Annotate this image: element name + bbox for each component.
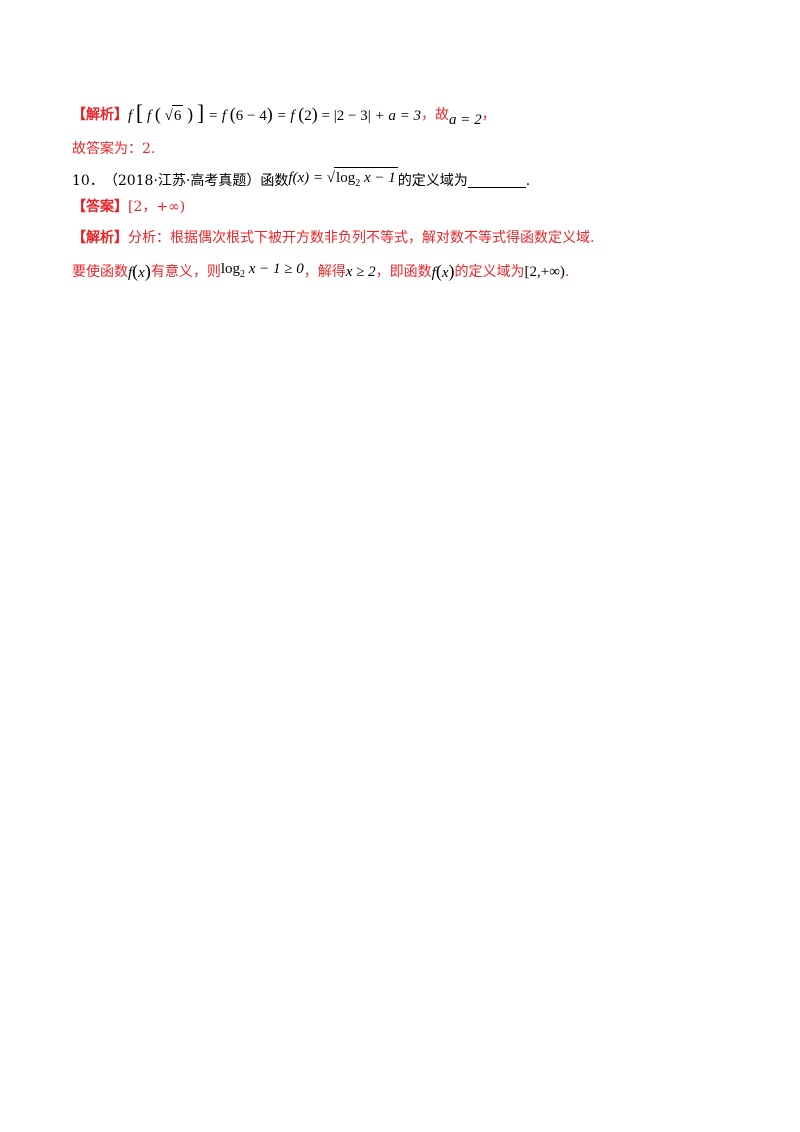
detail-text-4: ，即函数 xyxy=(375,264,432,280)
radical-symbol: √ xyxy=(326,170,336,186)
log-argument: x − 1 xyxy=(363,170,396,186)
paren-close: ) xyxy=(311,104,318,124)
equals: = xyxy=(321,108,331,124)
analysis-10: 【解析】 分析：根据偶次根式下被开方数非负列不等式，解对数不等式得函数定义域. xyxy=(72,228,594,248)
paren-close: ) xyxy=(266,104,273,124)
question-trail: 的定义域为 xyxy=(397,172,468,189)
solution-tag: 【解析】 xyxy=(72,107,128,123)
log-base: 2 xyxy=(240,269,246,280)
right-bracket: ] xyxy=(196,100,205,125)
paren-content-1: 6 − 4 xyxy=(235,108,267,124)
func-fx: f(x) xyxy=(431,261,455,281)
analysis-tag: 【解析】 xyxy=(72,230,128,246)
detail-text-1: 要使函数 xyxy=(72,264,128,280)
func-f: f xyxy=(128,108,133,124)
domain-interval: [2,+∞) xyxy=(524,264,565,280)
equals-f: = f xyxy=(276,108,295,124)
var-x: x xyxy=(441,265,449,281)
formula-rest: + a = 3 xyxy=(374,108,422,124)
question-10: 10． （2018·江苏·高考真题） 函数 f(x) = √log2 x − 1… xyxy=(72,167,530,194)
detail-text-6: . xyxy=(564,264,570,280)
log-base: 2 xyxy=(355,178,361,189)
sqrt-symbol: √ xyxy=(164,108,173,124)
detail-text-3: ，解得 xyxy=(303,264,346,280)
func-fx: f(x) xyxy=(128,261,151,281)
right-paren: ) xyxy=(187,104,194,124)
answer-10: 【答案】 [2，+∞) xyxy=(72,197,185,217)
solution-inequality: x ≥ 2 xyxy=(345,264,376,280)
solution-formula: f [ f ( √6 ) ] = f (6 − 4) = f (2) = |2 … xyxy=(128,102,422,126)
detail-text-5: 的定义域为 xyxy=(454,264,525,280)
left-paren: ( xyxy=(154,104,161,124)
func-f: f xyxy=(147,108,152,124)
solution-tail: ， xyxy=(481,107,496,123)
equals-f: = f xyxy=(207,108,227,124)
left-bracket: [ xyxy=(135,100,144,125)
abs-bar: | xyxy=(333,108,337,124)
paren-open: ( xyxy=(298,104,305,124)
final-answer-line: 故答案为：2. xyxy=(72,141,156,157)
detail-10: 要使函数 f(x) 有意义，则 log2 x − 1 ≥ 0 ，解得 x ≥ 2… xyxy=(72,259,569,285)
solution-text: ，故 xyxy=(421,107,450,123)
sqrt-arg: 6 xyxy=(171,105,184,126)
answer-blank xyxy=(467,173,526,188)
question-number: 10． xyxy=(72,172,104,189)
analysis-text: 分析：根据偶次根式下被开方数非负列不等式，解对数不等式得函数定义域. xyxy=(128,230,595,246)
log-inequality: log2 x − 1 ≥ 0 xyxy=(221,259,304,285)
abs-bar: | xyxy=(367,108,371,124)
func-f: f xyxy=(431,265,436,281)
log-label: log xyxy=(336,170,356,186)
log-label: log xyxy=(220,261,241,277)
radicand: log2 x − 1 xyxy=(334,167,398,194)
question-function: f(x) = √log2 x − 1 xyxy=(288,167,398,194)
detail-text-2: 有意义，则 xyxy=(150,264,221,280)
question-source: （2018·江苏·高考真题） xyxy=(103,172,261,189)
abs-content: 2 − 3 xyxy=(336,108,368,124)
question-end: . xyxy=(525,172,531,189)
func-f: f xyxy=(128,265,133,281)
paren-content-2: 2 xyxy=(304,108,312,124)
paren-open: ( xyxy=(229,104,236,124)
solution-result: a = 2 xyxy=(449,112,482,128)
var-x: x xyxy=(138,265,145,281)
answer-value: [2，+∞) xyxy=(128,199,186,215)
func-def: f(x) = xyxy=(288,170,324,186)
inequality: x − 1 ≥ 0 xyxy=(248,261,304,277)
question-lead: 函数 xyxy=(260,172,289,189)
answer-tag: 【答案】 xyxy=(72,199,128,215)
solution-line: 【解析】 f [ f ( √6 ) ] = f (6 − 4) = f (2) … xyxy=(72,102,496,129)
